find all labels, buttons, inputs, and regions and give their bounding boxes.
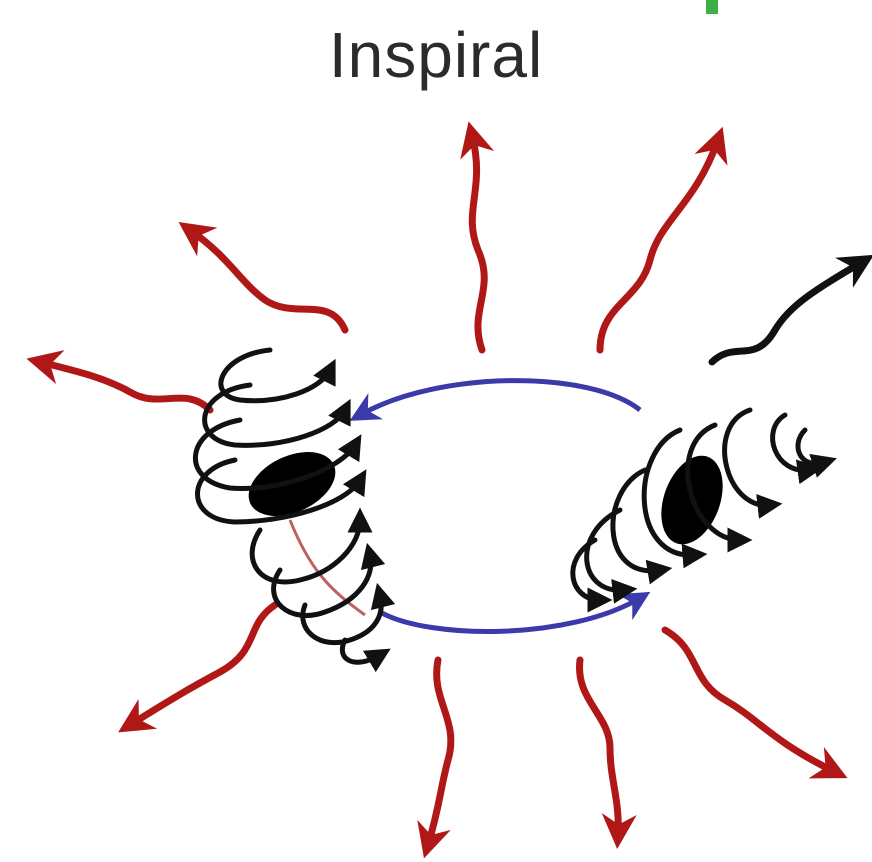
orbit-arrow-bottom: [380, 598, 640, 632]
wave-arrow-black: [712, 262, 862, 362]
wave-arrow-bottom-right: [580, 660, 619, 835]
wave-arrow-bottom: [428, 660, 451, 845]
wave-arrow-top-left: [190, 230, 345, 330]
wave-arrow-bottom-left: [130, 605, 275, 725]
wave-arrow-top-right: [600, 140, 718, 350]
orbit-arrow-top: [360, 381, 640, 415]
wave-arrow-top: [472, 135, 484, 350]
wave-arrow-right-lower: [665, 630, 835, 772]
wave-arrow-left: [40, 362, 210, 410]
